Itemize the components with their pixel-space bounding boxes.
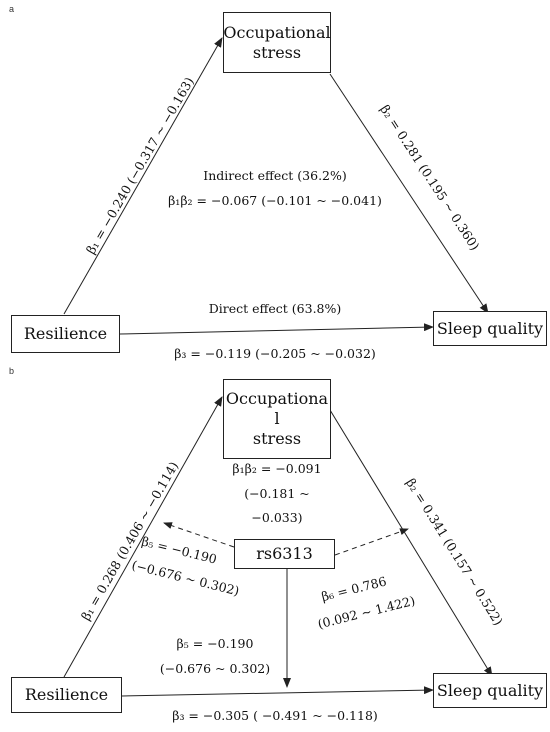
node-b-resilience: Resilience (11, 677, 122, 713)
path-b-beta3-label: β₃ = −0.305 ( −0.491 ~ −0.118) (172, 708, 378, 723)
node-a-occupational-stress: Occupational stress (223, 12, 331, 73)
path-a-stress-to-sleep (329, 73, 489, 314)
path-b-moderator-to-a-path (163, 522, 235, 548)
indirect-effect-title: Indirect effect (36.2%) (203, 168, 347, 183)
node-b-rs6313-label: rs6313 (256, 544, 313, 563)
indirect-effect-value: β₁β₂ = −0.067 (−0.101 ~ −0.041) (168, 193, 382, 208)
node-a-occupational-stress-label: Occupational stress (223, 22, 331, 62)
node-a-sleep-quality: Sleep quality (433, 311, 547, 346)
moderation-direct-beta5-line2: (−0.676 ~ 0.302) (159, 661, 271, 676)
node-a-sleep-quality-label: Sleep quality (436, 318, 544, 338)
direct-effect-title: Direct effect (63.8%) (208, 301, 342, 316)
path-b-resilience-to-sleep (121, 686, 434, 697)
indirect-b-line1: β₁β₂ = −0.091 (232, 461, 322, 476)
node-b-stress-line2: l (274, 409, 280, 428)
path-a-resilience-to-stress (63, 37, 223, 315)
path-b-moderator-to-b-path (334, 528, 409, 556)
node-b-stress-line3: stress (252, 429, 302, 448)
indirect-b-line3: −0.033) (251, 510, 303, 525)
path-a-beta3-label: β₃ = −0.119 (−0.205 ~ −0.032) (174, 346, 376, 361)
node-b-resilience-label: Resilience (24, 685, 109, 704)
moderation-direct-beta5-line1: β₅ = −0.190 (176, 636, 254, 651)
node-b-occupational-stress: Occupationa l stress (223, 379, 331, 459)
node-a-resilience-label: Resilience (23, 324, 108, 343)
node-b-sleep-quality-label: Sleep quality (436, 680, 544, 700)
node-b-rs6313: rs6313 (234, 539, 335, 569)
panel-a-label: a (9, 4, 15, 14)
node-a-resilience: Resilience (11, 315, 120, 353)
path-a-resilience-to-sleep (119, 323, 434, 335)
panel-b-label: b (9, 366, 15, 376)
path-b-resilience-to-stress (63, 396, 223, 678)
path-b-stress-to-sleep (329, 409, 493, 677)
node-b-sleep-quality: Sleep quality (433, 673, 547, 708)
node-b-stress-line1: Occupationa (225, 389, 329, 408)
indirect-b-line2: (−0.181 ~ (244, 486, 310, 501)
